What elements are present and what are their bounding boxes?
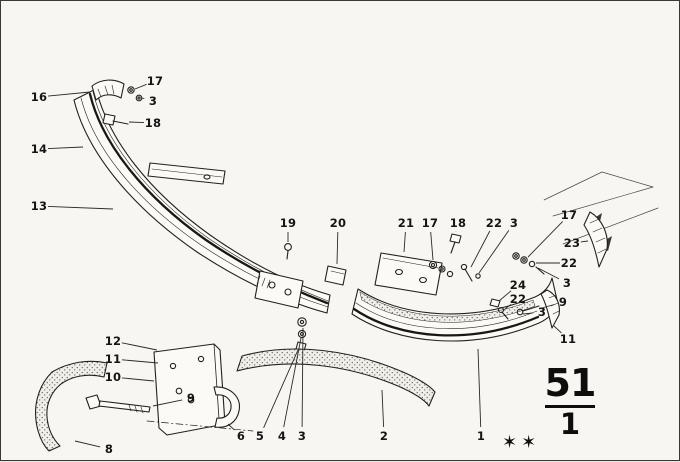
callout-17: 17 — [421, 216, 439, 230]
callout-24: 24 — [509, 278, 527, 292]
callout-11: 11 — [104, 352, 122, 366]
bracket-plate-21 — [374, 252, 443, 296]
mounting-bracket-center — [254, 270, 304, 309]
section-legend: 51 1 — [544, 361, 597, 441]
callout-1: 1 — [476, 429, 486, 443]
callout-5: 5 — [255, 429, 265, 443]
callout-19: 19 — [279, 216, 297, 230]
callout-22: 22 — [560, 256, 578, 270]
stars-marker: ✶✶ — [502, 432, 541, 453]
callout-8: 8 — [104, 442, 114, 456]
callout-18: 18 — [449, 216, 467, 230]
callout-6: 6 — [236, 429, 246, 443]
callout-4: 4 — [277, 429, 287, 443]
callout-20: 20 — [329, 216, 347, 230]
clamp-block-20 — [324, 265, 347, 286]
callout-2: 2 — [379, 429, 389, 443]
callout-17: 17 — [146, 74, 164, 88]
callout-21: 21 — [397, 216, 415, 230]
callout-3: 3 — [148, 94, 158, 108]
callout-22: 22 — [509, 292, 527, 306]
callout-3: 3 — [509, 216, 519, 230]
carrier-bolt-9 — [85, 394, 151, 414]
callout-23: 23 — [563, 236, 581, 250]
callout-13: 13 — [30, 199, 48, 213]
callout-9: 9 — [558, 295, 568, 309]
callout-12: 12 — [104, 334, 122, 348]
bumper-stay-bracket — [147, 162, 226, 185]
callout-22: 22 — [485, 216, 503, 230]
legend-divider — [545, 405, 595, 408]
section-number: 51 — [544, 361, 597, 405]
small-parts-24-22-9 — [489, 298, 540, 320]
clamp-6 — [213, 386, 240, 428]
page-number: 1 — [559, 407, 581, 441]
callout-3: 3 — [537, 305, 547, 319]
callout-17: 17 — [560, 208, 578, 222]
callout-10: 10 — [104, 370, 122, 384]
callout-9: 9 — [186, 391, 196, 405]
corner-guard-8 — [35, 360, 108, 452]
screw-19 — [284, 243, 292, 260]
callout-18: 18 — [144, 116, 162, 130]
callout-16: 16 — [30, 90, 48, 104]
corner-trim-23 — [583, 211, 608, 268]
fastener-cluster-mid — [428, 233, 481, 282]
callout-3: 3 — [562, 276, 572, 290]
callout-11: 11 — [559, 332, 577, 346]
callout-3: 3 — [297, 429, 307, 443]
callout-14: 14 — [30, 142, 48, 156]
fasteners-top-left — [102, 86, 143, 126]
bumper-end-cap — [91, 79, 125, 101]
